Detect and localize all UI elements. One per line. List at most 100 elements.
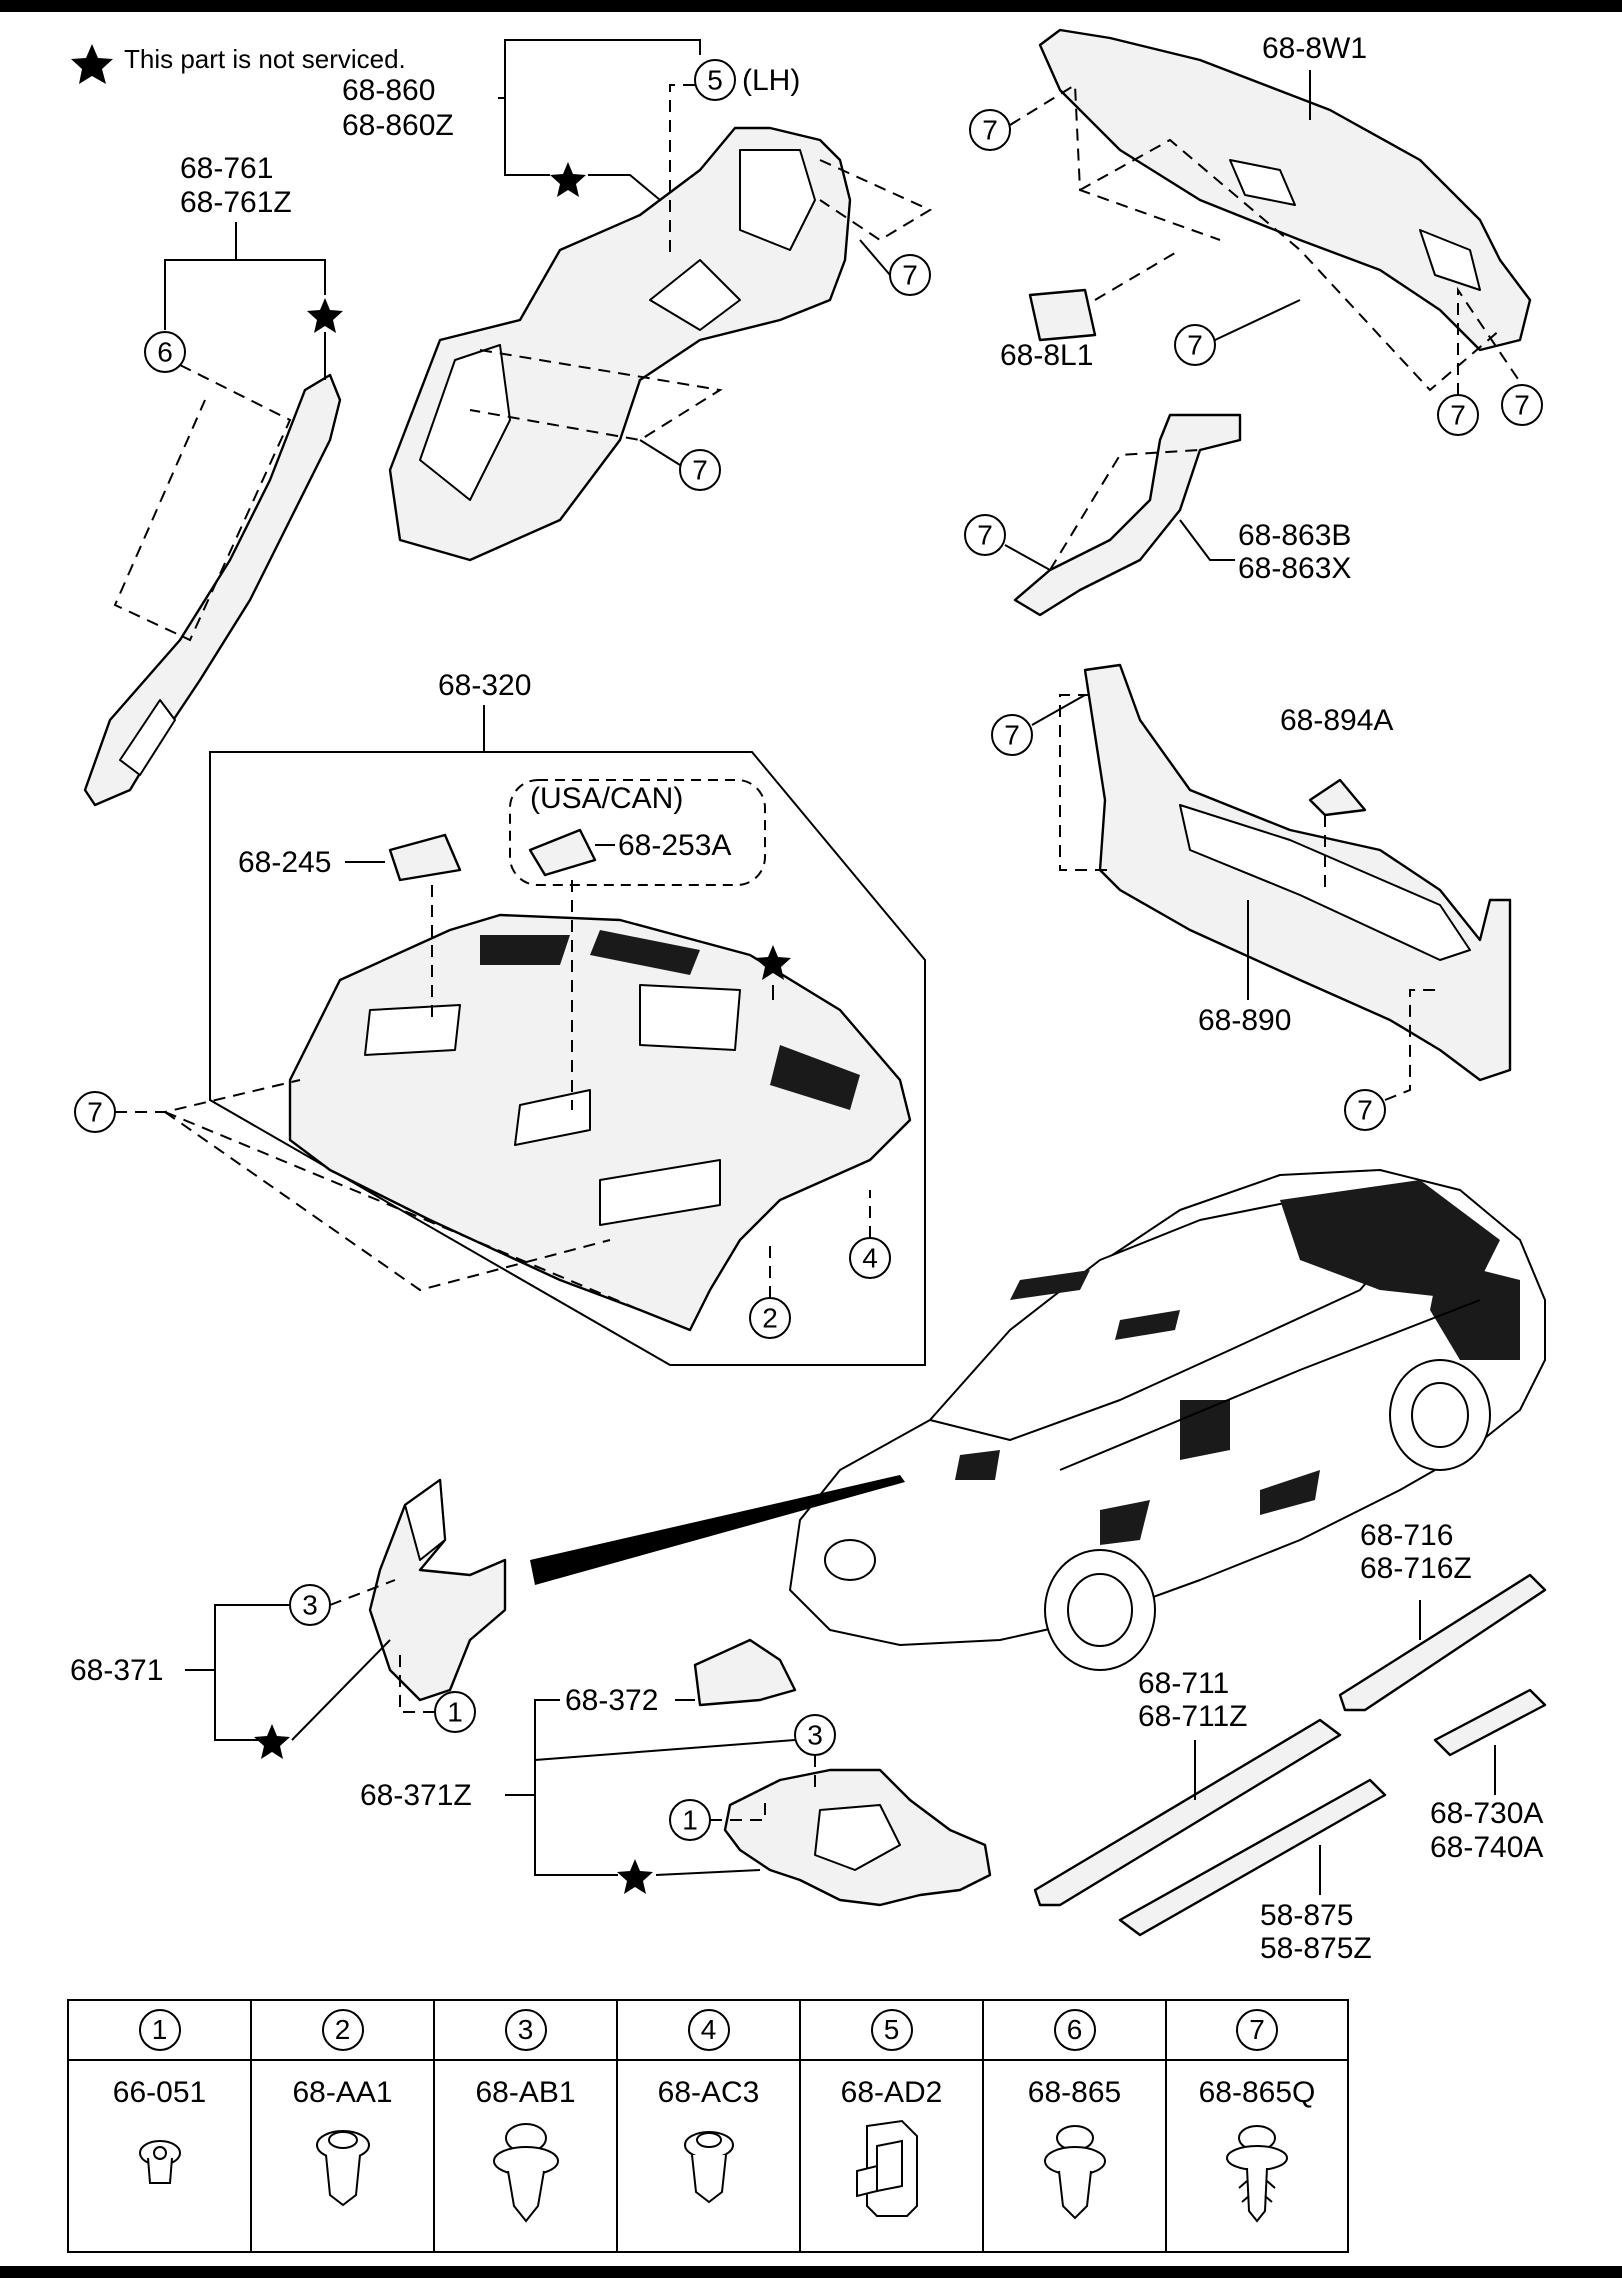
svg-text:7: 7 bbox=[1450, 400, 1466, 431]
label-68-372: 68-372 bbox=[565, 1684, 658, 1717]
trunk-side-garnish[interactable] bbox=[1013, 413, 1242, 617]
kick-panel-lh[interactable] bbox=[368, 1478, 507, 1702]
fastener-table-body: 66-051 68-AA1 68-AB1 68-AC3 68-AD2 68-86… bbox=[68, 2060, 1348, 2252]
pointer-wedge bbox=[530, 1475, 905, 1585]
fastener-part-number: 68-865Q bbox=[1198, 2076, 1316, 2109]
label-68-761: 68-761 bbox=[180, 152, 273, 185]
callout-7[interactable]: 7 bbox=[1501, 384, 1543, 426]
callout-4[interactable]: 4 bbox=[849, 1237, 891, 1279]
fastener-part-number: 68-AA1 bbox=[292, 2076, 393, 2109]
label-68-860: 68-860 bbox=[342, 74, 435, 107]
callout-1[interactable]: 1 bbox=[669, 1799, 711, 1841]
callout-2[interactable]: 2 bbox=[749, 1297, 791, 1339]
svg-text:6: 6 bbox=[157, 337, 173, 368]
callout-7[interactable]: 7 bbox=[964, 514, 1006, 556]
fastener-cell[interactable]: 68-AC3 bbox=[617, 2060, 800, 2252]
svg-text:5: 5 bbox=[707, 65, 723, 96]
callout-5[interactable]: 5 bbox=[870, 2009, 913, 2051]
label-68-716Z: 68-716Z bbox=[1360, 1552, 1472, 1585]
svg-text:7: 7 bbox=[977, 520, 993, 551]
svg-text:7: 7 bbox=[692, 455, 708, 486]
table-header-cell: 6 bbox=[983, 2000, 1166, 2060]
star-icon bbox=[307, 298, 343, 333]
callout-7[interactable]: 7 bbox=[1344, 1089, 1386, 1131]
svg-text:1: 1 bbox=[682, 1805, 698, 1836]
label-58-875Z: 58-875Z bbox=[1260, 1932, 1372, 1965]
trunk-side-trim[interactable] bbox=[388, 126, 852, 562]
fastener-cell[interactable]: 68-AD2 bbox=[800, 2060, 983, 2252]
clip-icon bbox=[1226, 2125, 1288, 2223]
svg-text:4: 4 bbox=[862, 1243, 878, 1274]
emblem-bracket[interactable] bbox=[1028, 288, 1097, 342]
fastener-table bbox=[67, 1999, 1349, 2253]
label-68-761Z: 68-761Z bbox=[180, 186, 292, 219]
svg-text:2: 2 bbox=[762, 1303, 778, 1334]
table-header-cell: 1 bbox=[68, 2000, 251, 2060]
label-68-371: 68-371 bbox=[70, 1654, 163, 1687]
callout-6[interactable]: 6 bbox=[1053, 2009, 1096, 2051]
callout-4[interactable]: 4 bbox=[687, 2009, 730, 2051]
callout-7[interactable]: 7 bbox=[969, 109, 1011, 151]
callout-1[interactable]: 1 bbox=[138, 2009, 181, 2051]
fastener-cell[interactable]: 68-AB1 bbox=[434, 2060, 617, 2252]
fastener-cell[interactable]: 66-051 bbox=[68, 2060, 251, 2252]
cover-68-245[interactable] bbox=[388, 833, 462, 882]
trunk-lid-trim[interactable] bbox=[1038, 28, 1532, 352]
scuff-plate-68-716[interactable] bbox=[1338, 1573, 1547, 1712]
callout-2[interactable]: 2 bbox=[321, 2009, 364, 2051]
label-68-371Z: 68-371Z bbox=[360, 1779, 472, 1812]
label-68-245: 68-245 bbox=[238, 846, 331, 879]
svg-text:7: 7 bbox=[87, 1097, 103, 1128]
svg-text:7: 7 bbox=[1004, 720, 1020, 751]
clip-68-894A[interactable] bbox=[1308, 778, 1367, 817]
kick-panel-rh[interactable] bbox=[723, 1768, 992, 1907]
callout-3[interactable]: 3 bbox=[504, 2009, 547, 2051]
table-header-cell: 5 bbox=[800, 2000, 983, 2060]
label-68-716: 68-716 bbox=[1360, 1519, 1453, 1552]
label-68-711: 68-711 bbox=[1138, 1667, 1229, 1700]
fastener-cell[interactable]: 68-865 bbox=[983, 2060, 1166, 2252]
callout-7[interactable]: 7 bbox=[74, 1091, 116, 1133]
table-header-cell: 4 bbox=[617, 2000, 800, 2060]
callout-7[interactable]: 7 bbox=[991, 714, 1033, 756]
package-tray[interactable] bbox=[288, 913, 912, 1332]
fastener-table-cells: 1 2 3 4 5 6 7 66-051 68-AA1 68-AB1 68-AC… bbox=[68, 2000, 1348, 2252]
label-68-8W1: 68-8W1 bbox=[1262, 32, 1367, 65]
fastener-part-number: 68-AB1 bbox=[475, 2076, 576, 2109]
star-icon bbox=[617, 1859, 653, 1894]
callout-7[interactable]: 7 bbox=[1437, 394, 1479, 436]
cover-68-372[interactable] bbox=[693, 1638, 797, 1707]
package-tray-group-box bbox=[209, 751, 926, 1366]
svg-text:3: 3 bbox=[807, 1720, 823, 1751]
clip-icon bbox=[683, 2131, 734, 2204]
scuff-plate-68-711[interactable] bbox=[1033, 1718, 1342, 1907]
cover-68-253A[interactable] bbox=[528, 828, 597, 877]
svg-text:7: 7 bbox=[1187, 330, 1203, 361]
callout-3[interactable]: 3 bbox=[794, 1714, 836, 1756]
svg-text:7: 7 bbox=[1357, 1095, 1373, 1126]
callout-6[interactable]: 6 bbox=[144, 331, 186, 373]
star-icon bbox=[550, 162, 586, 197]
fastener-cell[interactable]: 68-865Q bbox=[1166, 2060, 1348, 2252]
label-68-894A: 68-894A bbox=[1280, 704, 1393, 737]
svg-text:7: 7 bbox=[1514, 390, 1530, 421]
callout-7[interactable]: 7 bbox=[679, 449, 721, 491]
star-icon bbox=[254, 1724, 290, 1759]
svg-text:3: 3 bbox=[302, 1590, 318, 1621]
step-plate-68-730A[interactable] bbox=[1433, 1688, 1547, 1757]
fastener-cell[interactable]: 68-AA1 bbox=[251, 2060, 434, 2252]
callout-7[interactable]: 7 bbox=[889, 254, 931, 296]
svg-text:7: 7 bbox=[902, 260, 918, 291]
callout-3[interactable]: 3 bbox=[289, 1584, 331, 1626]
svg-text:7: 7 bbox=[982, 115, 998, 146]
label-68-740A: 68-740A bbox=[1430, 1831, 1543, 1864]
callout-5[interactable]: 5 bbox=[694, 59, 736, 101]
callout-1[interactable]: 1 bbox=[434, 1691, 476, 1733]
sill-plate-58-875[interactable] bbox=[1118, 1778, 1387, 1937]
callout-7[interactable]: 7 bbox=[1236, 2009, 1278, 2051]
star-icon bbox=[755, 945, 791, 980]
label-58-875: 58-875 bbox=[1260, 1899, 1353, 1932]
callout-7[interactable]: 7 bbox=[1174, 324, 1216, 366]
label-68-860Z: 68-860Z bbox=[342, 109, 454, 142]
